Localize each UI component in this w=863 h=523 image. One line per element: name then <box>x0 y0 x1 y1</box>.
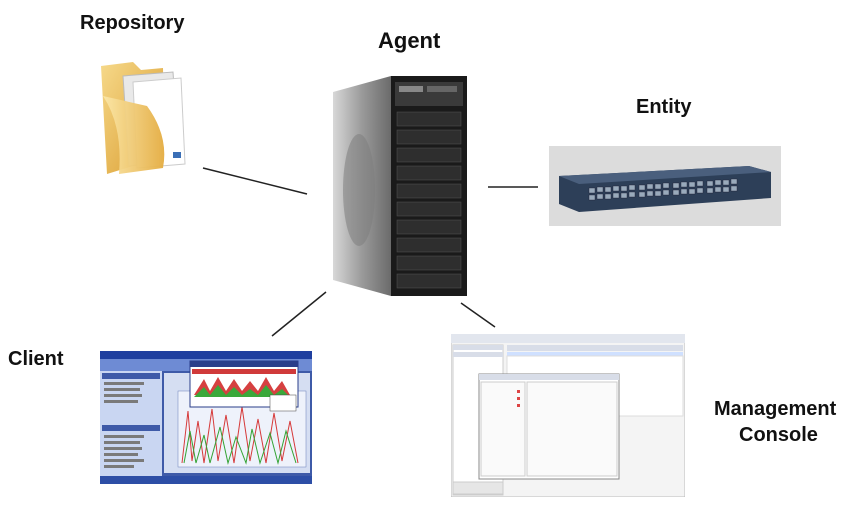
entity-label: Entity <box>636 96 692 118</box>
server-tower-icon <box>333 76 467 296</box>
client-label: Client <box>8 348 64 370</box>
link-agent-client <box>271 291 327 337</box>
management-console-label-line1: Management <box>714 398 837 420</box>
link-agent-console <box>460 302 496 328</box>
management-console-label-line2: Console <box>739 424 818 446</box>
client-app-thumbnail <box>100 351 312 484</box>
agent-label: Agent <box>378 28 441 53</box>
folder-icon <box>101 62 186 174</box>
network-switch-icon <box>549 146 781 226</box>
repository-label: Repository <box>80 12 185 34</box>
management-console-thumbnail <box>451 334 685 497</box>
link-repository-agent <box>202 167 308 195</box>
